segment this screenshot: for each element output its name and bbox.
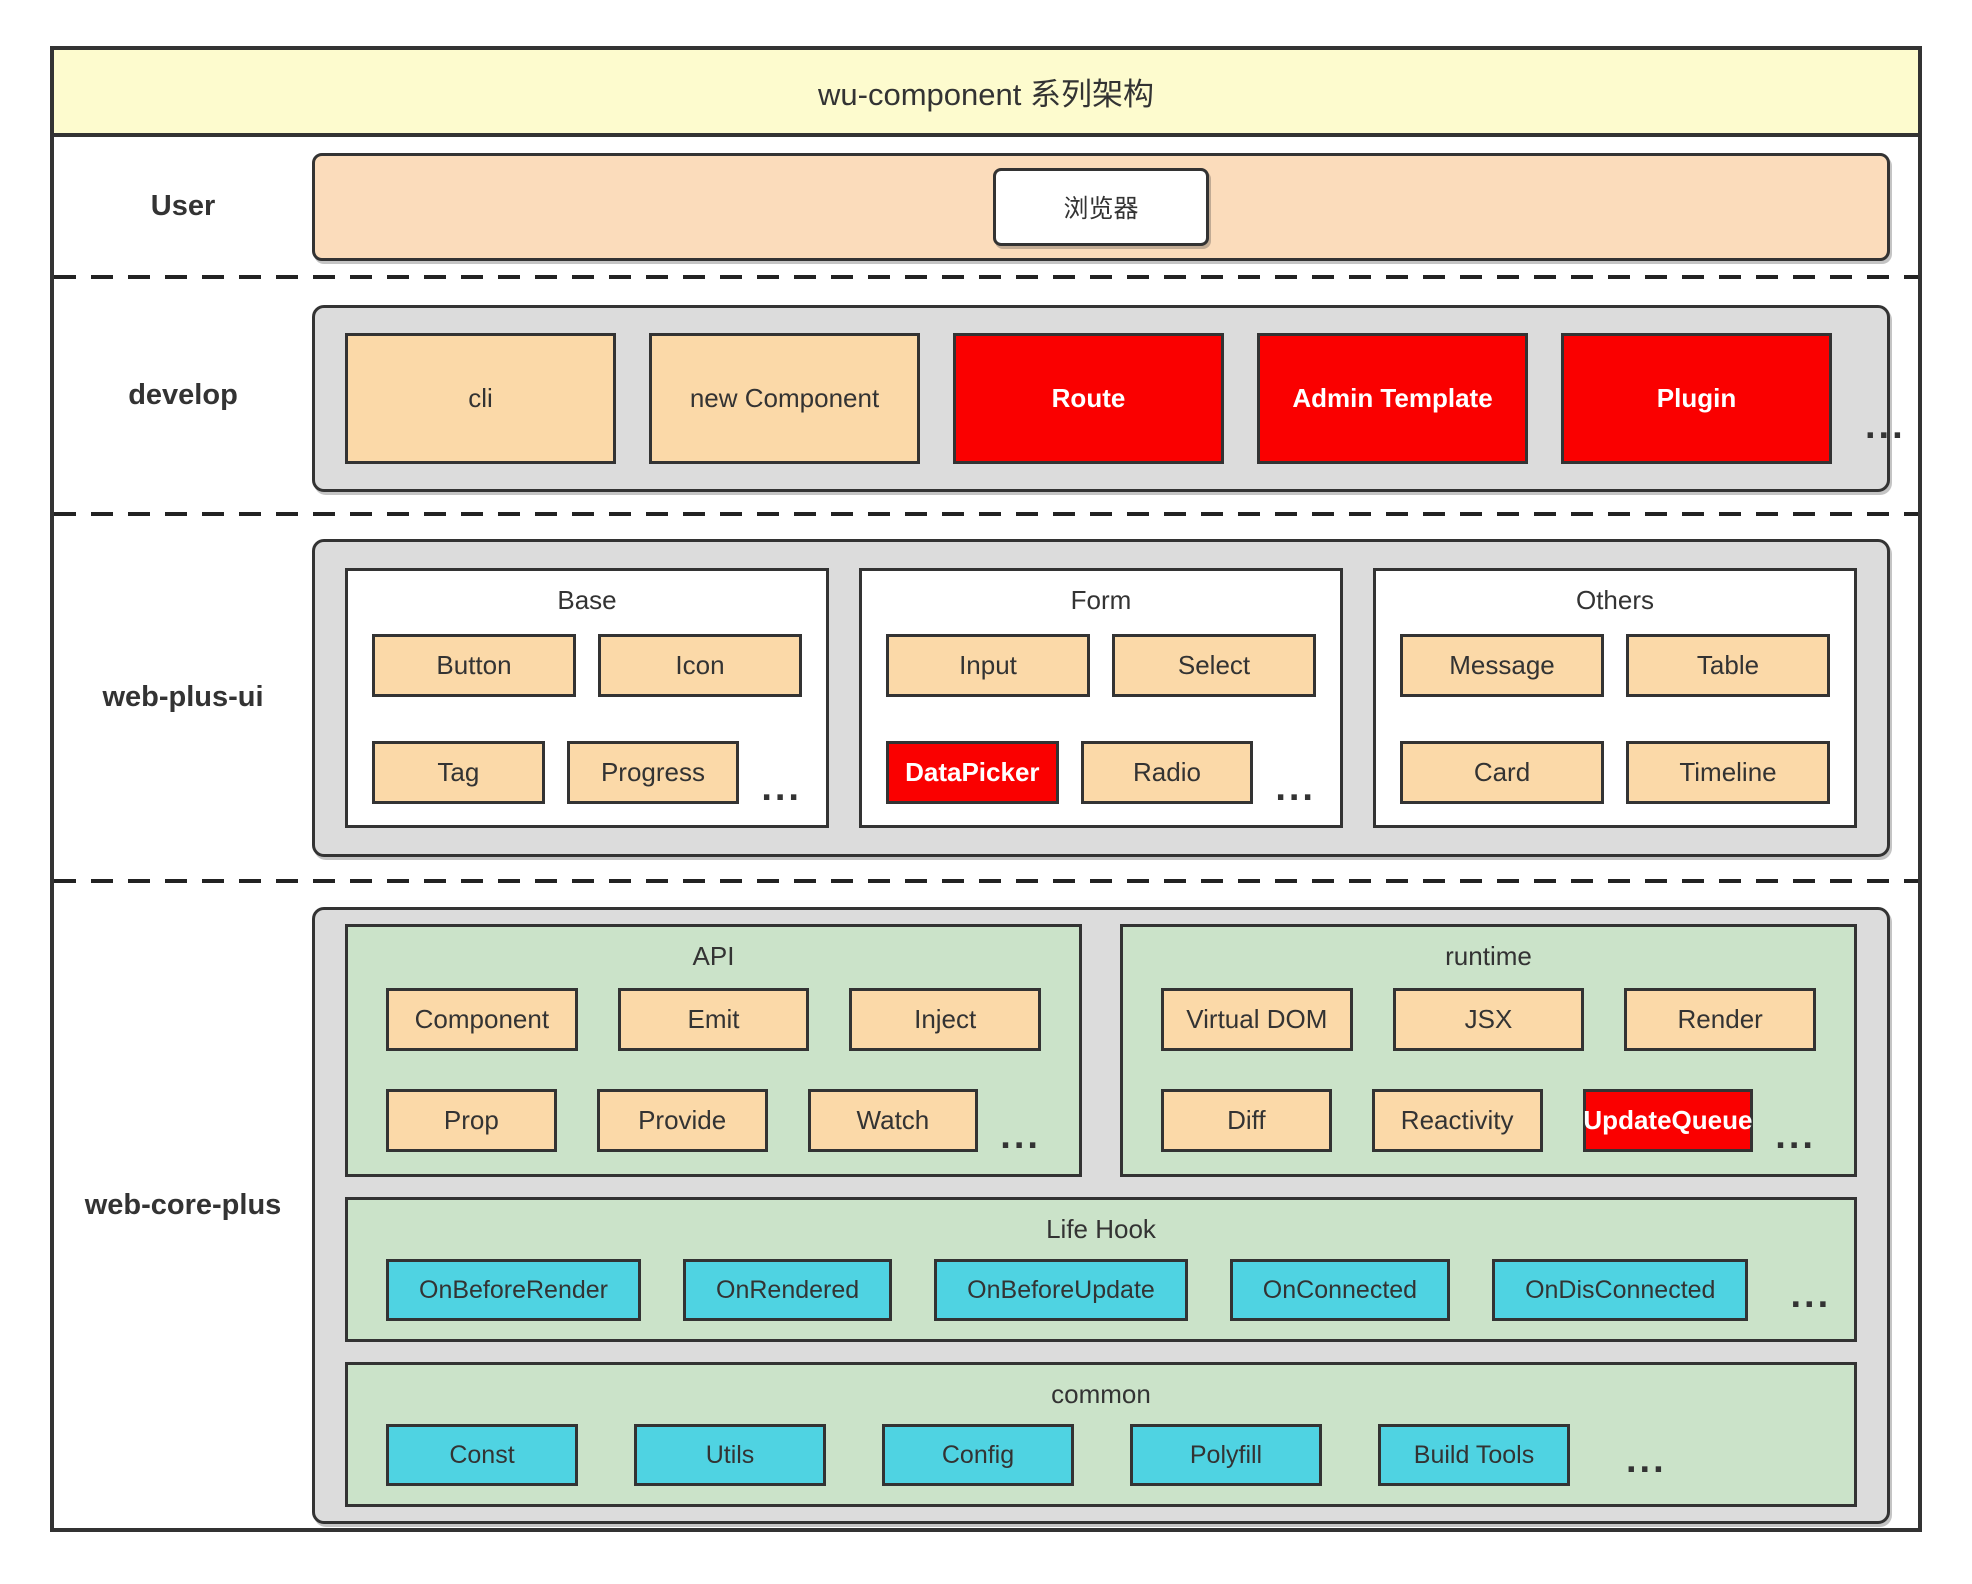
- ellipsis-develop: ...: [1865, 404, 1906, 447]
- user-band: 浏览器: [312, 153, 1890, 261]
- group-title-form: Form: [1070, 585, 1132, 615]
- group-api-row-2: Prop Provide Watch ...: [348, 1089, 1079, 1157]
- group-others-row-1: Message Table: [1376, 634, 1854, 697]
- box-progress: Progress: [566, 741, 740, 804]
- box-radio: Radio: [1080, 741, 1254, 804]
- group-form: Form Input Select DataPicker Radio ...: [859, 568, 1343, 828]
- group-others: Others Message Table Card Timeline: [1373, 568, 1857, 828]
- group-form-row-2: DataPicker Radio ...: [862, 741, 1340, 809]
- ellipsis-form: ...: [1275, 766, 1316, 809]
- box-route: Route: [953, 333, 1224, 464]
- develop-container: cli new Component Route Admin Template P…: [312, 305, 1903, 492]
- layer-label-user: User: [150, 189, 216, 222]
- group-base-row-1: Button Icon: [348, 634, 826, 697]
- box-datapicker: DataPicker: [886, 741, 1059, 804]
- group-common-row: Const Utils Config Polyfill Build Tools …: [348, 1424, 1854, 1486]
- box-onbeforerender: OnBeforeRender: [386, 1259, 642, 1321]
- group-title-api: API: [692, 941, 735, 971]
- browser-box: 浏览器: [993, 168, 1209, 246]
- group-form-row-1: Input Select: [862, 634, 1340, 697]
- box-onbeforeupdate: OnBeforeUpdate: [934, 1259, 1188, 1321]
- box-ondisconnected: OnDisConnected: [1492, 1259, 1749, 1321]
- box-component: Component: [386, 988, 578, 1051]
- box-diff: Diff: [1161, 1089, 1332, 1152]
- box-polyfill: Polyfill: [1130, 1424, 1322, 1486]
- box-select: Select: [1112, 634, 1316, 697]
- layer-web-plus-ui-content: Base Button Icon Tag Progress ... Form I…: [312, 516, 1918, 879]
- group-common: common Const Utils Config Polyfill Build…: [345, 1362, 1857, 1507]
- group-title-runtime: runtime: [1445, 941, 1532, 971]
- core-top-groups: API Component Emit Inject Prop Provide W…: [345, 924, 1857, 1177]
- box-provide: Provide: [596, 1089, 768, 1152]
- box-cli: cli: [345, 333, 616, 464]
- ellipsis-api: ...: [1000, 1114, 1041, 1157]
- box-emit: Emit: [617, 988, 810, 1051]
- box-build-tools: Build Tools: [1378, 1424, 1570, 1486]
- box-message: Message: [1400, 634, 1604, 697]
- layer-develop-content: cli new Component Route Admin Template P…: [312, 279, 1918, 512]
- group-title-common: common: [1051, 1379, 1151, 1409]
- box-updatequeue: UpdateQueue: [1582, 1089, 1754, 1152]
- group-life-hook: Life Hook OnBeforeRender OnRendered OnBe…: [345, 1197, 1857, 1342]
- box-button: Button: [372, 634, 576, 697]
- ellipsis-life-hook: ...: [1790, 1274, 1832, 1317]
- browser-label: 浏览器: [1063, 195, 1139, 223]
- box-const: Const: [386, 1424, 578, 1486]
- diagram-frame: wu-component 系列架构 User 浏览器 develop cli n…: [50, 46, 1922, 1532]
- group-title-life-hook: Life Hook: [1046, 1214, 1156, 1244]
- group-api-row-1: Component Emit Inject: [348, 988, 1079, 1051]
- box-prop: Prop: [386, 1089, 557, 1152]
- box-watch: Watch: [807, 1089, 979, 1152]
- group-runtime-row-1: Virtual DOM JSX Render: [1123, 988, 1854, 1051]
- group-title-base: Base: [557, 585, 617, 615]
- layer-web-plus-ui: web-plus-ui Base Button Icon Tag Progres…: [54, 516, 1918, 879]
- group-runtime: runtime Virtual DOM JSX Render Diff Reac…: [1120, 924, 1857, 1177]
- group-title-others: Others: [1575, 585, 1655, 615]
- layer-label-develop: develop: [128, 379, 238, 411]
- ellipsis-runtime: ...: [1775, 1114, 1816, 1157]
- ellipsis-base: ...: [761, 766, 802, 809]
- ellipsis-common: ...: [1626, 1439, 1667, 1482]
- layer-user: User 浏览器: [54, 137, 1918, 275]
- diagram-title: wu-component 系列架构: [818, 77, 1154, 112]
- layer-web-core-plus-content: API Component Emit Inject Prop Provide W…: [312, 883, 1918, 1528]
- layer-develop: develop cli new Component Route Admin Te…: [54, 279, 1918, 512]
- box-timeline: Timeline: [1626, 741, 1830, 804]
- group-api: API Component Emit Inject Prop Provide W…: [345, 924, 1082, 1177]
- group-runtime-row-2: Diff Reactivity UpdateQueue ...: [1123, 1089, 1854, 1157]
- box-input: Input: [886, 634, 1090, 697]
- box-admin-template: Admin Template: [1257, 333, 1528, 464]
- box-icon: Icon: [598, 634, 802, 697]
- group-base: Base Button Icon Tag Progress ...: [345, 568, 829, 828]
- box-virtual-dom: Virtual DOM: [1161, 988, 1353, 1051]
- layer-label-web-plus-ui: web-plus-ui: [102, 681, 264, 713]
- group-base-row-2: Tag Progress ...: [348, 741, 826, 809]
- layer-user-content: 浏览器: [312, 137, 1918, 275]
- layer-web-core-plus: web-core-plus API Component Emit Inject …: [54, 883, 1918, 1528]
- box-config: Config: [882, 1424, 1074, 1486]
- dashed-separator-1: [54, 275, 1918, 279]
- web-core-plus-container: API Component Emit Inject Prop Provide W…: [312, 907, 1890, 1524]
- layer-label-web-core-plus: web-core-plus: [84, 1189, 282, 1221]
- dashed-separator-2: [54, 512, 1918, 516]
- box-reactivity: Reactivity: [1371, 1089, 1543, 1152]
- dashed-separator-3: [54, 879, 1918, 883]
- box-new-component: new Component: [649, 333, 920, 464]
- diagram-title-bar: wu-component 系列架构: [54, 50, 1918, 137]
- box-inject: Inject: [849, 988, 1042, 1051]
- box-utils: Utils: [634, 1424, 826, 1486]
- box-onrendered: OnRendered: [683, 1259, 893, 1321]
- box-tag: Tag: [372, 741, 545, 804]
- box-jsx: JSX: [1392, 988, 1585, 1051]
- group-others-row-2: Card Timeline: [1376, 741, 1854, 804]
- box-render: Render: [1624, 988, 1817, 1051]
- group-life-hook-row: OnBeforeRender OnRendered OnBeforeUpdate…: [348, 1259, 1854, 1321]
- box-card: Card: [1400, 741, 1604, 804]
- box-table: Table: [1626, 634, 1830, 697]
- web-plus-ui-container: Base Button Icon Tag Progress ... Form I…: [312, 539, 1890, 857]
- box-onconnected: OnConnected: [1229, 1259, 1451, 1321]
- box-plugin: Plugin: [1561, 333, 1832, 464]
